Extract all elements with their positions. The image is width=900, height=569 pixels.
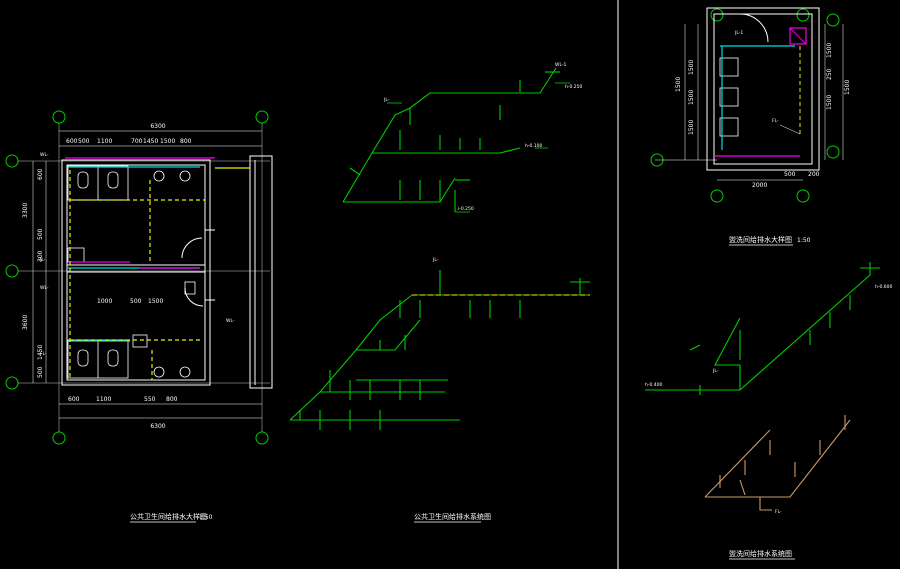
right-dim: 1500	[826, 95, 833, 110]
mid-dim: 1500	[148, 298, 163, 305]
toilet-fixture	[107, 171, 119, 189]
bottom-dim: 1100	[96, 396, 111, 403]
floor-drain	[153, 170, 165, 182]
plan-b-title: 盥洗间给排水大样图	[729, 235, 792, 244]
supply-main	[675, 274, 871, 391]
iso-a-title: 公共卫生间给排水系统图	[414, 512, 491, 521]
floor-drain	[179, 170, 191, 182]
right-dim: 1500	[826, 43, 833, 58]
right-dim: 1500	[844, 80, 851, 95]
iso-a-upper-group	[342, 67, 560, 212]
wash-basin	[719, 117, 739, 137]
wash-basin	[719, 87, 739, 107]
grid-bubble	[710, 8, 724, 22]
mid-dim: 1000	[97, 298, 112, 305]
grid-bubble	[5, 376, 19, 390]
top-dim: 700	[131, 138, 143, 145]
left-dim: 1500	[688, 120, 695, 135]
bottom-dim: 550	[144, 396, 156, 403]
left-dim: 3600	[22, 315, 29, 330]
iso-tag: JL-	[712, 368, 719, 374]
top-dim: 800	[180, 138, 192, 145]
left-dim: 600	[37, 168, 44, 180]
iso-tag: JL-	[383, 97, 390, 103]
mid-dim: 500	[130, 298, 142, 305]
drain-main	[289, 294, 590, 421]
grid-bubble	[796, 8, 810, 22]
iso-b-lower-group	[704, 415, 851, 511]
plan-b-group: 1500 1500 1500 1500 1500 250 1500 1500 2…	[650, 7, 851, 246]
left-dim: 500	[37, 366, 44, 378]
plan-a-title: 公共卫生间给排水大样图	[130, 512, 207, 521]
grid-bubble	[826, 13, 840, 27]
plan-a-group: 6300 6300 600 500 1100 700 1450 1500 800…	[5, 110, 273, 523]
grid-bubble	[796, 189, 810, 203]
grid-bubble	[255, 110, 269, 124]
bottom-dim: 800	[166, 396, 178, 403]
top-dim: 1100	[97, 138, 112, 145]
door-swing	[181, 237, 203, 259]
grid-bubble	[710, 189, 724, 203]
toilet-fixture	[107, 349, 119, 367]
top-overall-dim: 6300	[150, 123, 165, 130]
iso-tag: h-0.250	[565, 84, 582, 90]
toilet-fixture	[77, 171, 89, 189]
left-dim: 300	[37, 250, 44, 262]
bottom-dim: 500	[784, 171, 796, 178]
bottom-dim: 200	[808, 171, 820, 178]
grid-bubble	[255, 431, 269, 445]
restroom-outer-wall	[61, 159, 211, 386]
toilet-fixture	[77, 349, 89, 367]
drain-main	[705, 419, 851, 498]
top-dim: 1500	[160, 138, 175, 145]
pipe-tag: WL-	[226, 318, 235, 324]
iso-tag: h-0.600	[875, 284, 892, 290]
pipe-tag: JL-1	[734, 30, 743, 36]
door-swing	[739, 13, 769, 43]
iso-b-title: 盥洗间给排水系统图	[729, 549, 792, 558]
bottom-dim: 2000	[752, 182, 767, 189]
grid-bubble	[5, 154, 19, 168]
grid-bubble	[52, 431, 66, 445]
bottom-overall-dim: 6300	[150, 423, 165, 430]
plan-a-scale: 1:50	[199, 514, 213, 521]
iso-tag: JL-	[432, 257, 439, 263]
pipe-tag: WL-	[40, 152, 49, 158]
iso-tag: FL-	[775, 509, 782, 515]
washroom-outer-wall	[706, 7, 820, 171]
iso-tag: WL-1	[555, 62, 567, 68]
right-dim: 250	[826, 68, 833, 80]
pipe-tag: FL-	[40, 351, 47, 357]
pipe-tag: FL-	[772, 118, 779, 124]
riser-pipe	[342, 152, 500, 203]
left-dim: 1500	[675, 77, 682, 92]
iso-tag: i-0.250	[458, 206, 474, 212]
left-dim: 1450	[37, 345, 44, 360]
mop-sink	[789, 27, 807, 45]
wash-basin	[719, 57, 739, 77]
top-dim: 1450	[143, 138, 158, 145]
pipe-tag: JL-	[39, 257, 46, 263]
top-dim: 600	[66, 138, 78, 145]
left-dim: 500	[37, 228, 44, 240]
left-dim: 1500	[688, 90, 695, 105]
grid-bubble	[826, 145, 840, 159]
left-dim: 3300	[22, 203, 29, 218]
bottom-dim: 600	[68, 396, 80, 403]
plan-b-scale: 1:50	[797, 237, 811, 244]
pipe-tag: WL-	[40, 285, 49, 291]
left-dim: 1500	[688, 60, 695, 75]
top-dim: 500	[78, 138, 90, 145]
grid-bubble	[5, 264, 19, 278]
iso-a-lower-group	[289, 270, 590, 430]
iso-b-upper-group	[645, 262, 880, 395]
iso-tag: h-0.400	[645, 382, 662, 388]
iso-tag: h-0.100	[525, 143, 542, 149]
grid-bubble	[52, 110, 66, 124]
column	[249, 155, 273, 389]
